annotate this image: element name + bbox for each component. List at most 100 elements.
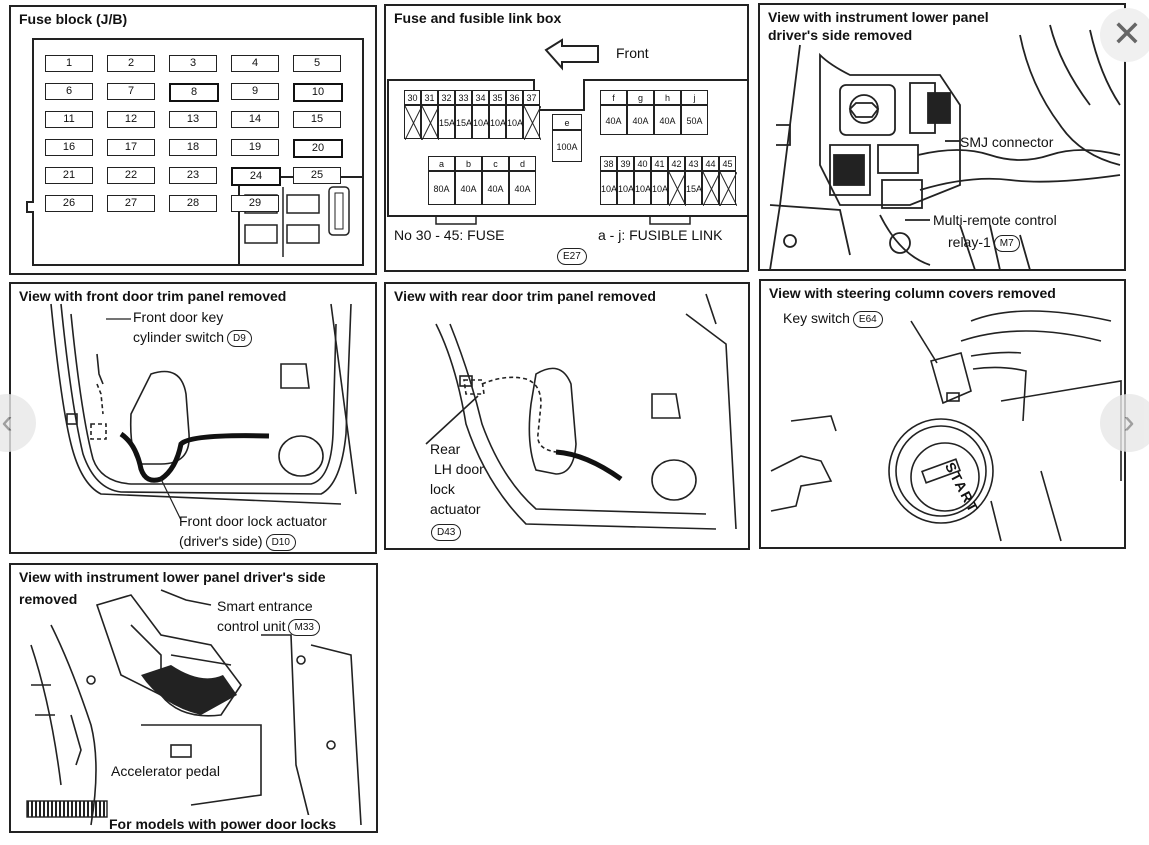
relay-label-line1: Multi-remote control bbox=[933, 212, 1057, 228]
fuse-15: 15 bbox=[293, 111, 341, 128]
front-actuator-line2: (driver's side)D10 bbox=[179, 532, 296, 551]
fuse-36-rating: 10A bbox=[506, 105, 523, 139]
fusible-link-d: d bbox=[509, 156, 536, 171]
fuse-23: 23 bbox=[169, 167, 217, 184]
rear-actuator-line4: actuator bbox=[430, 501, 481, 517]
fuse-13: 13 bbox=[169, 111, 217, 128]
fuse-9: 9 bbox=[231, 83, 279, 100]
fuse-6: 6 bbox=[45, 83, 93, 100]
rear-door-panel: View with rear door trim panel removed R… bbox=[384, 282, 750, 550]
rear-actuator-line3: lock bbox=[430, 481, 455, 497]
smart-entrance-panel: View with instrument lower panel driver'… bbox=[9, 563, 378, 833]
fusible-link-note: a - j: FUSIBLE LINK bbox=[598, 227, 723, 243]
fuse-28: 28 bbox=[169, 195, 217, 212]
smart-entrance-drawing bbox=[26, 589, 362, 826]
connector-ref-m7: M7 bbox=[993, 234, 1020, 252]
fuse-30-number: 30 bbox=[404, 90, 421, 105]
fuse-1: 1 bbox=[45, 55, 93, 72]
fusible-link-d-rating: 40A bbox=[509, 171, 536, 205]
fuse-5: 5 bbox=[293, 55, 341, 72]
fuse-39-number: 39 bbox=[617, 156, 634, 171]
fuse-38-rating: 10A bbox=[600, 171, 617, 205]
chevron-right-icon[interactable]: › bbox=[1100, 394, 1149, 452]
front-door-drawing bbox=[50, 303, 357, 521]
fuse-22: 22 bbox=[107, 167, 155, 184]
fuse-33-rating: 15A bbox=[455, 105, 472, 139]
fuse-43-number: 43 bbox=[685, 156, 702, 171]
fuse-11: 11 bbox=[45, 111, 93, 128]
rear-actuator-line1: Rear bbox=[430, 441, 461, 457]
panel-title: View with rear door trim panel removed bbox=[394, 288, 656, 304]
fuse-41-rating: 10A bbox=[651, 171, 668, 205]
smart-unit-line1: Smart entrance bbox=[217, 598, 313, 614]
fusible-link-e: e bbox=[552, 114, 582, 130]
fuse-2: 2 bbox=[107, 55, 155, 72]
connector-ref-m33: M33 bbox=[288, 618, 320, 636]
fuse-8: 8 bbox=[169, 83, 219, 102]
fuse-44-number: 44 bbox=[702, 156, 719, 171]
fuse-39-rating: 10A bbox=[617, 171, 634, 205]
panel-title: Fuse and fusible link box bbox=[394, 10, 562, 26]
fusible-link-e-rating: 100A bbox=[552, 130, 582, 162]
connector-ref-d43: D43 bbox=[428, 522, 462, 541]
panel-title-line1: View with instrument lower panel driver'… bbox=[19, 569, 326, 585]
fusible-link-a: a bbox=[428, 156, 455, 171]
fusible-link-j: j bbox=[681, 90, 708, 105]
fuse-44-rating bbox=[702, 171, 720, 206]
connector-ref-e27: E27 bbox=[554, 246, 587, 265]
front-door-panel: View with front door trim panel removed … bbox=[9, 282, 377, 554]
fuse-note: No 30 - 45: FUSE bbox=[394, 227, 505, 243]
fuse-35-rating: 10A bbox=[489, 105, 506, 139]
smj-connector-label: SMJ connector bbox=[960, 134, 1054, 150]
fusible-link-h-rating: 40A bbox=[654, 105, 681, 135]
connector-ref-e64: E64 bbox=[852, 310, 883, 328]
front-label: Front bbox=[616, 45, 649, 61]
front-actuator-line1: Front door lock actuator bbox=[179, 513, 327, 529]
fuse-31-number: 31 bbox=[421, 90, 438, 105]
fuse-40-rating: 10A bbox=[634, 171, 651, 205]
front-arrow-icon bbox=[544, 38, 599, 71]
fuse-43-rating: 15A bbox=[685, 171, 702, 205]
panel-title-line1: View with instrument lower panel bbox=[768, 9, 989, 25]
fuse-7: 7 bbox=[107, 83, 155, 100]
fuse-12: 12 bbox=[107, 111, 155, 128]
fuse-34-number: 34 bbox=[472, 90, 489, 105]
fusible-link-c: c bbox=[482, 156, 509, 171]
fusible-link-g-rating: 40A bbox=[627, 105, 654, 135]
fuse-30-rating bbox=[404, 105, 422, 140]
fuse-33-number: 33 bbox=[455, 90, 472, 105]
fuse-17: 17 bbox=[107, 139, 155, 156]
fusible-link-g: g bbox=[627, 90, 654, 105]
fuse-18: 18 bbox=[169, 139, 217, 156]
fuse-26: 26 bbox=[45, 195, 93, 212]
fusible-link-f-rating: 40A bbox=[600, 105, 627, 135]
fuse-31-rating bbox=[421, 105, 439, 140]
panel-title-line2: removed bbox=[19, 591, 78, 607]
fusible-link-j-rating: 50A bbox=[681, 105, 708, 135]
fusible-link-f: f bbox=[600, 90, 627, 105]
fuse-29: 29 bbox=[231, 195, 279, 212]
fuse-20: 20 bbox=[293, 139, 343, 158]
fuse-34-rating: 10A bbox=[472, 105, 489, 139]
fuse-25: 25 bbox=[293, 167, 341, 184]
fuse-19: 19 bbox=[231, 139, 279, 156]
fuse-37-number: 37 bbox=[523, 90, 540, 105]
fuse-16: 16 bbox=[45, 139, 93, 156]
fusible-link-a-rating: 80A bbox=[428, 171, 455, 205]
close-icon[interactable]: ✕ bbox=[1100, 8, 1149, 62]
fusible-link-c-rating: 40A bbox=[482, 171, 509, 205]
fuse-41-number: 41 bbox=[651, 156, 668, 171]
fuse-42-number: 42 bbox=[668, 156, 685, 171]
fusible-link-b-rating: 40A bbox=[455, 171, 482, 205]
fuse-42-rating bbox=[668, 171, 686, 206]
fuse-24: 24 bbox=[231, 167, 281, 186]
fuse-38-number: 38 bbox=[600, 156, 617, 171]
fuse-27: 27 bbox=[107, 195, 155, 212]
footnote: For models with power door locks bbox=[109, 815, 337, 832]
connector-ref-d9: D9 bbox=[227, 329, 252, 347]
fuse-3: 3 bbox=[169, 55, 217, 72]
